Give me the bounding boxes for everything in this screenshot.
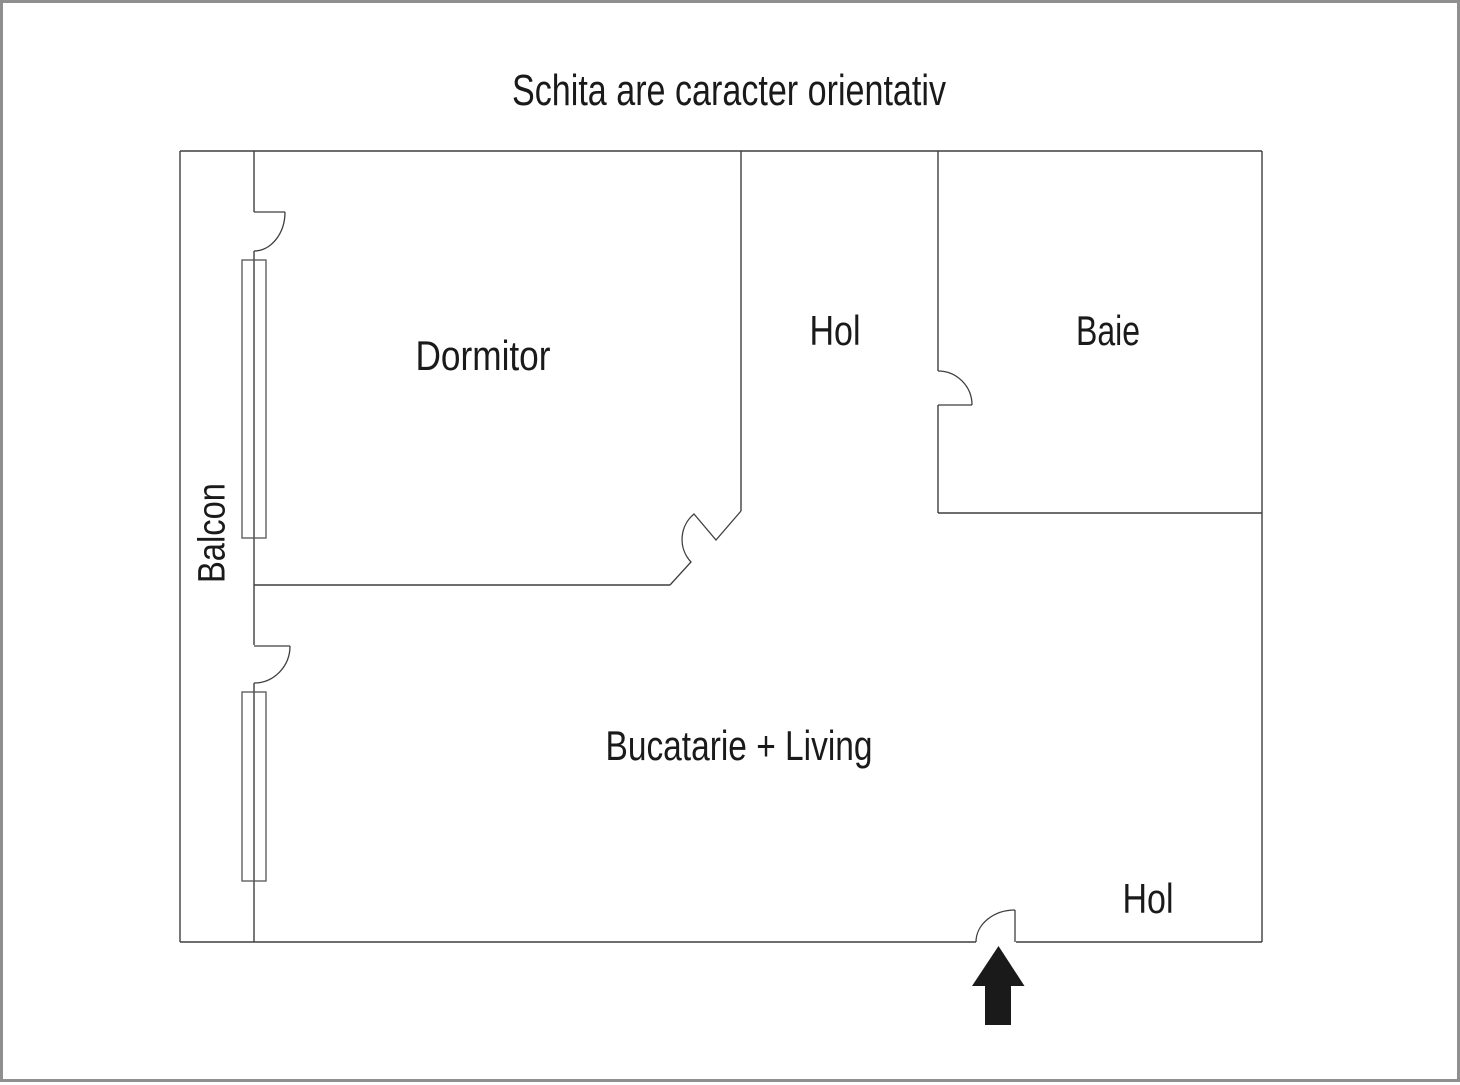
- window-balcony-upper: [241, 259, 267, 539]
- door-balcony-bucatarie-swing: [253, 645, 291, 684]
- room-label-dormitor: Dormitor: [416, 332, 551, 379]
- room-label-hol-upper: Hol: [810, 307, 861, 354]
- room-label-bucatarie-living: Bucatarie + Living: [606, 722, 873, 769]
- room-label-balcon: Balcon: [192, 483, 234, 583]
- window-balcony-lower: [241, 691, 267, 882]
- floor-plan-svg: Schita are caracter orientativ: [179, 66, 1263, 1025]
- door-dormitor-corner: [669, 510, 742, 586]
- room-label-baie: Baie: [1076, 307, 1140, 354]
- door-entrance-swing: [975, 909, 1016, 943]
- door-baie-swing: [937, 370, 973, 406]
- plan-title: Schita are caracter orientativ: [512, 66, 946, 115]
- door-balcony-dormitor-swing: [253, 211, 286, 252]
- entrance-arrow-icon: [972, 946, 1025, 1025]
- room-label-hol-entrance: Hol: [1123, 875, 1174, 922]
